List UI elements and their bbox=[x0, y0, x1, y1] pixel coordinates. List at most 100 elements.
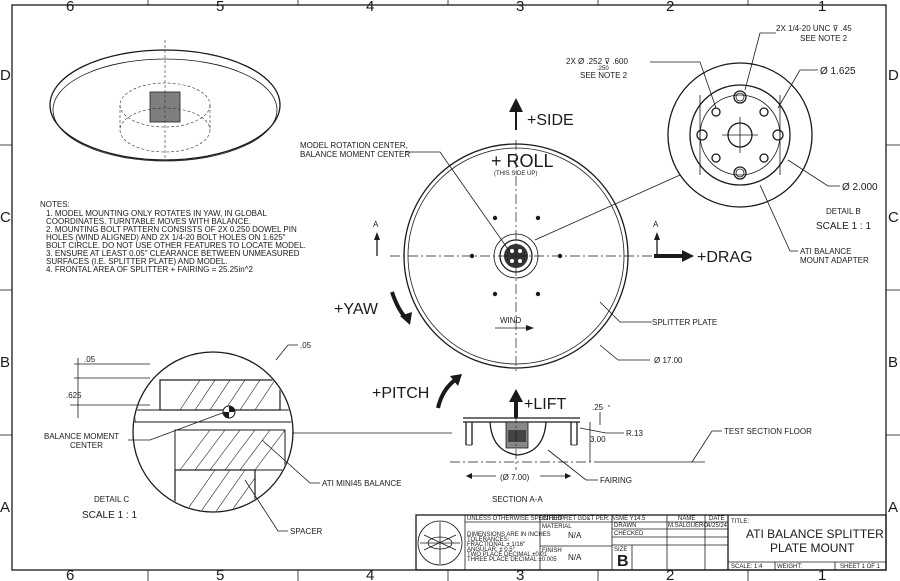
tb-checked: CHECKED bbox=[614, 531, 644, 537]
detail-c-view bbox=[132, 351, 294, 513]
note-line-5: BOLT CIRCLE. DO NOT USE OTHER FEATURES T… bbox=[46, 241, 306, 250]
dowel-note-sub: .250 bbox=[597, 66, 609, 72]
note-line-2: COORDINATES. TURNTABLE MOVES WITH BALANC… bbox=[46, 217, 251, 226]
isometric-view bbox=[49, 40, 281, 162]
note-line-8: 4. FRONTAL AREA OF SPLITTER + FAIRING = … bbox=[46, 265, 253, 274]
tb-scale: SCALE: 1:4 bbox=[731, 564, 763, 570]
wind-label: WIND bbox=[500, 316, 522, 325]
detail-b-label: DETAIL B bbox=[826, 207, 861, 216]
dia-17-label: Ø 17.00 bbox=[654, 356, 683, 365]
section-title: SECTION A-A bbox=[492, 495, 543, 504]
zone-col-2-top: 2 bbox=[666, 0, 674, 15]
balance-center-label-2: CENTER bbox=[70, 441, 103, 450]
zone-row-b-right: B bbox=[888, 354, 898, 371]
note-line-1: 1. MODEL MOUNTING ONLY ROTATES IN YAW, I… bbox=[46, 209, 267, 218]
roll-sublabel: (THIS SIDE UP) bbox=[494, 171, 537, 177]
dim-r13: R.13 bbox=[626, 429, 643, 438]
ati-mini45-label: ATI MINI45 BALANCE bbox=[322, 479, 401, 488]
section-mark-a-left: A bbox=[373, 220, 379, 229]
pitch-label: +PITCH bbox=[372, 385, 429, 402]
lift-label: +LIFT bbox=[524, 396, 566, 413]
zone-row-d-right: D bbox=[888, 67, 899, 84]
dowel-note-2: SEE NOTE 2 bbox=[580, 71, 628, 80]
balance-center-label-1: BALANCE MOMENT bbox=[44, 432, 119, 441]
model-center-label-1: MODEL ROTATION CENTER, bbox=[300, 141, 408, 150]
test-floor-label: TEST SECTION FLOOR bbox=[724, 427, 812, 436]
fairing-label: FAIRING bbox=[600, 476, 632, 485]
dim-300: 3.00 bbox=[590, 435, 606, 444]
tb-interpret: INTERPRET GD&T PER: ASME Y14.5 bbox=[542, 516, 646, 522]
tb-ang: ANGULAR: ± 0.5° bbox=[467, 547, 516, 553]
zone-row-d-left: D bbox=[0, 67, 11, 84]
tb-title-2: PLATE MOUNT bbox=[770, 541, 855, 555]
tb-date-header: DATE bbox=[709, 516, 725, 522]
lift-arrow bbox=[509, 389, 523, 418]
zone-col-1-bottom: 1 bbox=[818, 567, 826, 581]
tb-weight: WEIGHT: bbox=[777, 564, 802, 570]
side-arrow bbox=[509, 98, 523, 130]
dia-2000-label: Ø 2.000 bbox=[842, 182, 878, 193]
side-label: +SIDE bbox=[527, 112, 574, 129]
tb-drawn: DRAWN bbox=[614, 523, 636, 529]
pitch-arrow bbox=[436, 378, 457, 409]
tb-tol: TOLERANCES: bbox=[467, 537, 510, 543]
note-line-7: SURFACES (I.E. SPLITTER PLATE) AND MODEL… bbox=[46, 257, 228, 266]
splitter-plate-label: SPLITTER PLATE bbox=[652, 318, 717, 327]
yaw-label: +YAW bbox=[334, 301, 379, 318]
tb-material-label: MATERIAL bbox=[542, 524, 572, 530]
dia-1625-label: Ø 1.625 bbox=[820, 66, 856, 77]
logo-icon bbox=[417, 520, 463, 566]
tb-title-label: TITLE: bbox=[731, 519, 749, 525]
bolt-note: 2X 1/4-20 UNC ⊽ .45 bbox=[776, 24, 852, 33]
zone-col-5-bottom: 5 bbox=[216, 567, 224, 581]
detail-c-scale: SCALE 1 : 1 bbox=[82, 510, 137, 521]
zone-col-6-top: 6 bbox=[66, 0, 74, 15]
zone-col-4-bottom: 4 bbox=[366, 567, 374, 581]
tb-two: TWO PLACE DECIMAL ±0.01 bbox=[467, 552, 548, 558]
section-a-a-view bbox=[450, 395, 600, 470]
zone-row-c-left: C bbox=[0, 209, 11, 226]
bolt-note-2: SEE NOTE 2 bbox=[800, 34, 848, 43]
tb-unless: UNLESS OTHERWISE SPECIFIED: bbox=[467, 516, 564, 522]
dim-05b: .05 bbox=[300, 341, 312, 350]
zone-col-3-bottom: 3 bbox=[516, 567, 524, 581]
tb-name-header: NAME bbox=[678, 516, 695, 522]
zone-col-2-bottom: 2 bbox=[666, 567, 674, 581]
tb-size-label: SIZE bbox=[614, 547, 627, 553]
notes-block: NOTES: 1. MODEL MOUNTING ONLY ROTATES IN… bbox=[40, 200, 306, 274]
zone-col-1-top: 1 bbox=[818, 0, 826, 15]
roll-label: + ROLL bbox=[491, 151, 554, 171]
tb-frac: FRACTIONAL ± 1/16" bbox=[467, 542, 525, 548]
spacer-label: SPACER bbox=[290, 527, 323, 536]
tb-dims: DIMENSIONS ARE IN INCHES bbox=[467, 532, 551, 538]
ati-adapter-label-2: MOUNT ADAPTER bbox=[800, 256, 869, 265]
tb-drawn-name: M.SALGUERO bbox=[668, 523, 708, 529]
notes-heading: NOTES: bbox=[40, 200, 70, 209]
dim-700: (Ø 7.00) bbox=[500, 473, 530, 482]
zone-row-a-right: A bbox=[888, 499, 898, 516]
tb-finish-label: FINISH bbox=[542, 548, 562, 554]
detail-b-view bbox=[667, 62, 813, 208]
dowel-note: 2X Ø .252 ⊽ .600 bbox=[566, 57, 628, 66]
zone-row-b-left: B bbox=[0, 354, 10, 371]
tb-drawn-date: 4/25/24 bbox=[707, 523, 728, 529]
zone-row-a-left: A bbox=[0, 499, 10, 516]
zone-col-3-top: 3 bbox=[516, 0, 524, 15]
dim-05a: .05 bbox=[84, 355, 96, 364]
drag-arrow bbox=[654, 250, 694, 262]
sheet-border bbox=[11, 4, 887, 571]
detail-b-scale: SCALE 1 : 1 bbox=[816, 221, 871, 232]
note-line-6: 3. ENSURE AT LEAST 0.05" CLEARANCE BETWE… bbox=[46, 249, 300, 258]
note-line-3: 2. MOUNTING BOLT PATTERN CONSISTS OF 2X … bbox=[46, 225, 297, 234]
yaw-arrow bbox=[390, 291, 408, 320]
tb-finish: N/A bbox=[568, 553, 582, 562]
dim-25: .25 bbox=[592, 403, 604, 412]
zone-row-c-right: C bbox=[888, 209, 899, 226]
zone-col-6-bottom: 6 bbox=[66, 567, 74, 581]
tb-material: N/A bbox=[568, 531, 582, 540]
zone-col-5-top: 5 bbox=[216, 0, 224, 15]
ati-adapter-label-1: ATI BALANCE bbox=[800, 247, 851, 256]
top-view: A A bbox=[373, 140, 680, 372]
tb-title-1: ATI BALANCE SPLITTER bbox=[746, 527, 884, 541]
